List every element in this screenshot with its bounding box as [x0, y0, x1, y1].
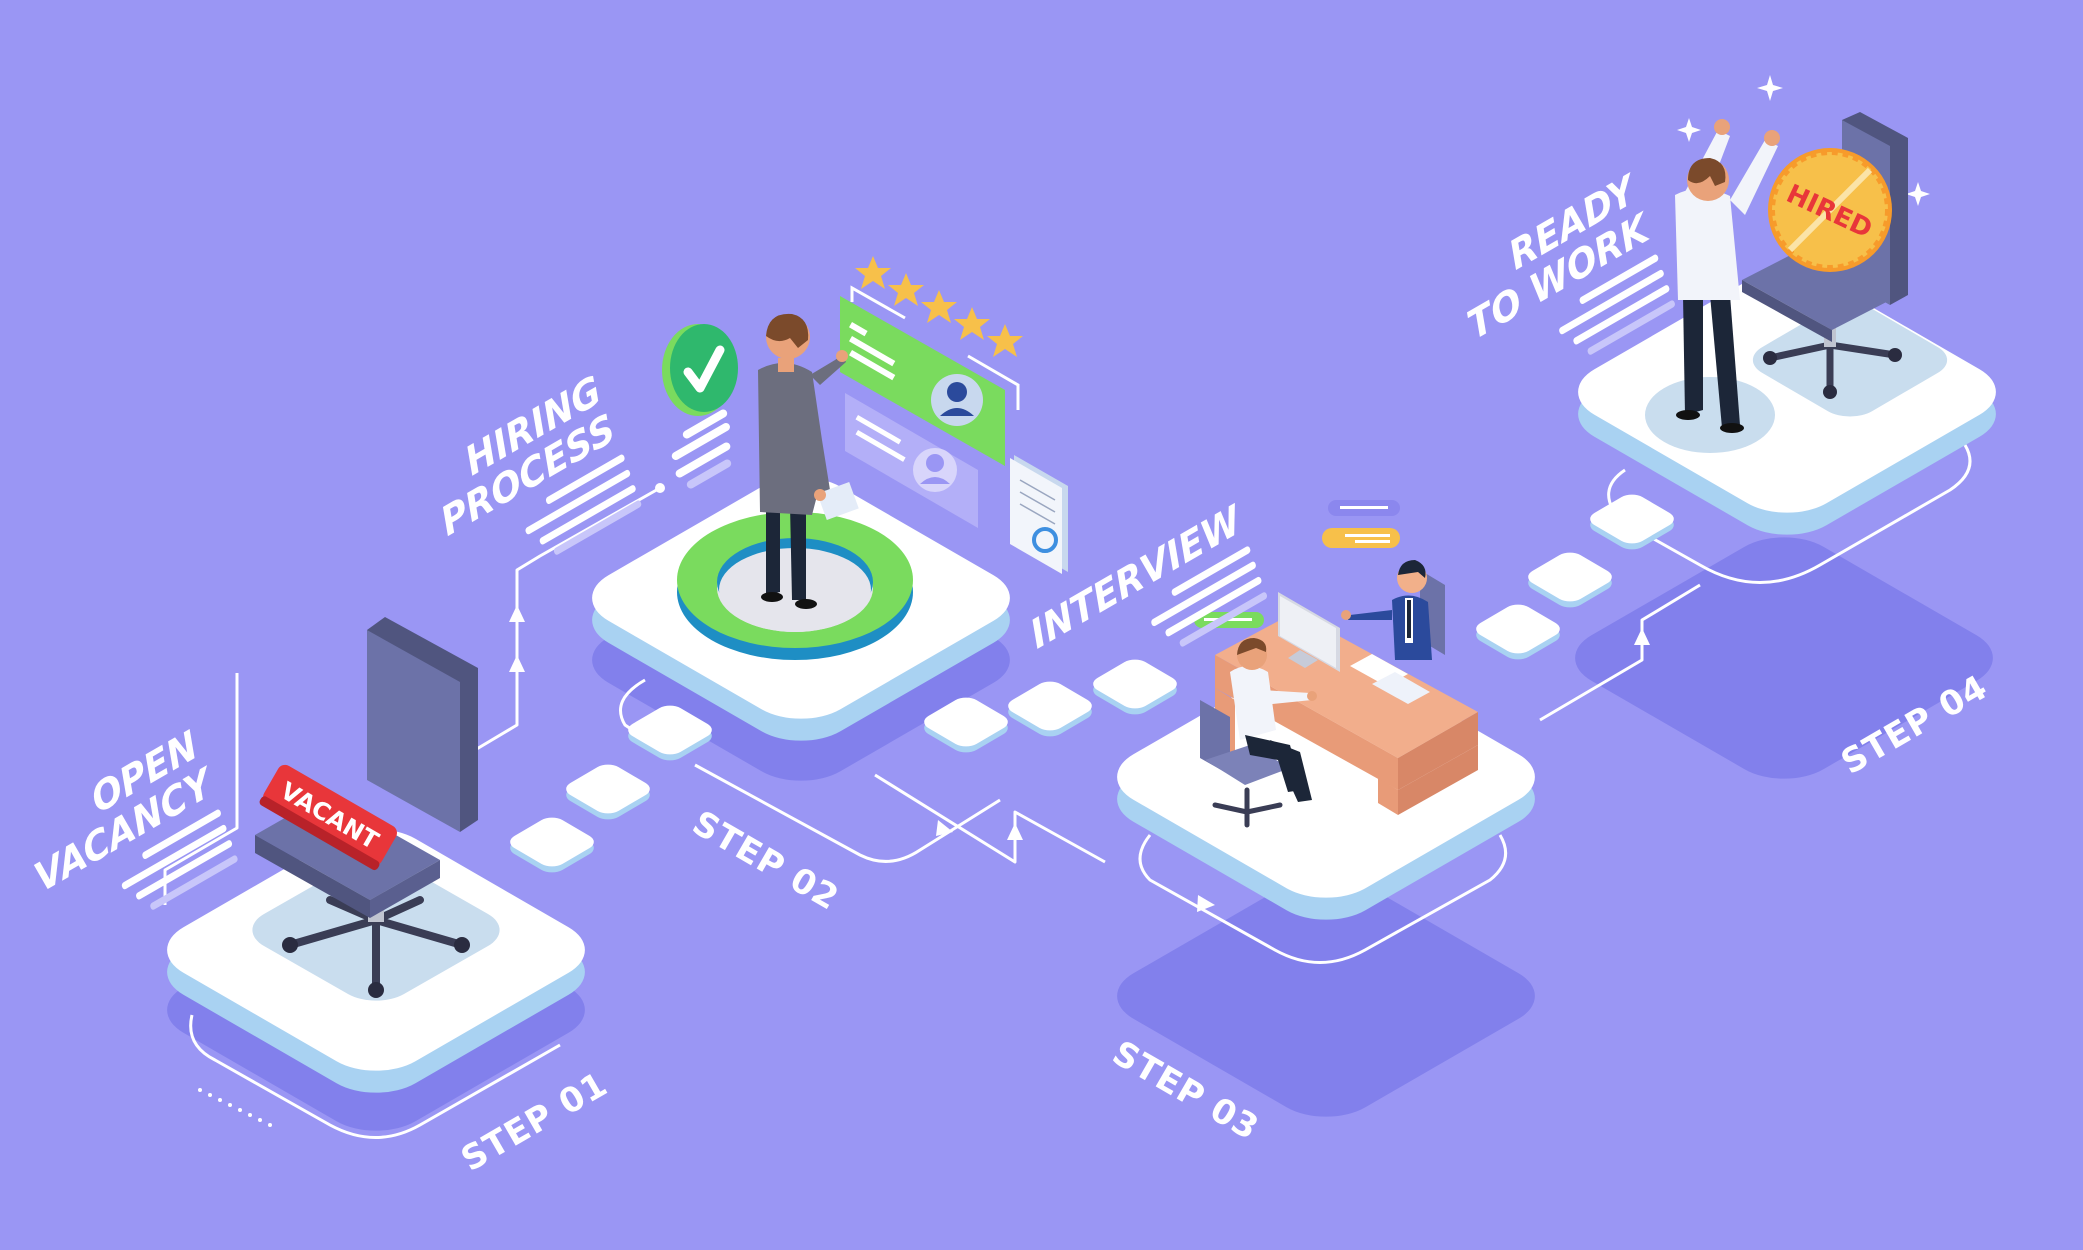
arrow-right-icon	[936, 820, 953, 836]
rating-stars	[855, 256, 1023, 357]
stepping-tiles	[510, 494, 1674, 873]
interview-scene	[1194, 500, 1478, 828]
star-icon	[888, 273, 924, 306]
vacant-chair: VACANT	[255, 617, 478, 998]
step-02-title: HIRING PROCESS	[435, 367, 642, 555]
arrow-up-icon	[1634, 628, 1650, 645]
hiring-process-scene	[662, 256, 1068, 660]
star-icon	[921, 290, 957, 323]
dotted-line-decoration	[198, 1088, 272, 1127]
star-icon	[987, 324, 1023, 357]
connector-lines	[163, 444, 1972, 1139]
star-icon	[855, 256, 891, 289]
arrow-right-icon	[1197, 895, 1215, 912]
hired-seal: HIRED	[1768, 148, 1892, 272]
check-circle-icon	[662, 324, 738, 416]
recruiter-person	[758, 313, 859, 609]
step-02-label: STEP 02	[686, 803, 846, 919]
document-icon	[1010, 455, 1068, 574]
arrow-up-icon	[509, 605, 525, 622]
star-icon	[954, 307, 990, 340]
arrow-up-icon	[1007, 823, 1023, 840]
sparkle-icon	[1677, 75, 1930, 206]
arrow-up-icon	[509, 655, 525, 672]
new-hire-person	[1675, 119, 1780, 433]
ready-to-work-scene: HIRED	[1675, 75, 1930, 433]
